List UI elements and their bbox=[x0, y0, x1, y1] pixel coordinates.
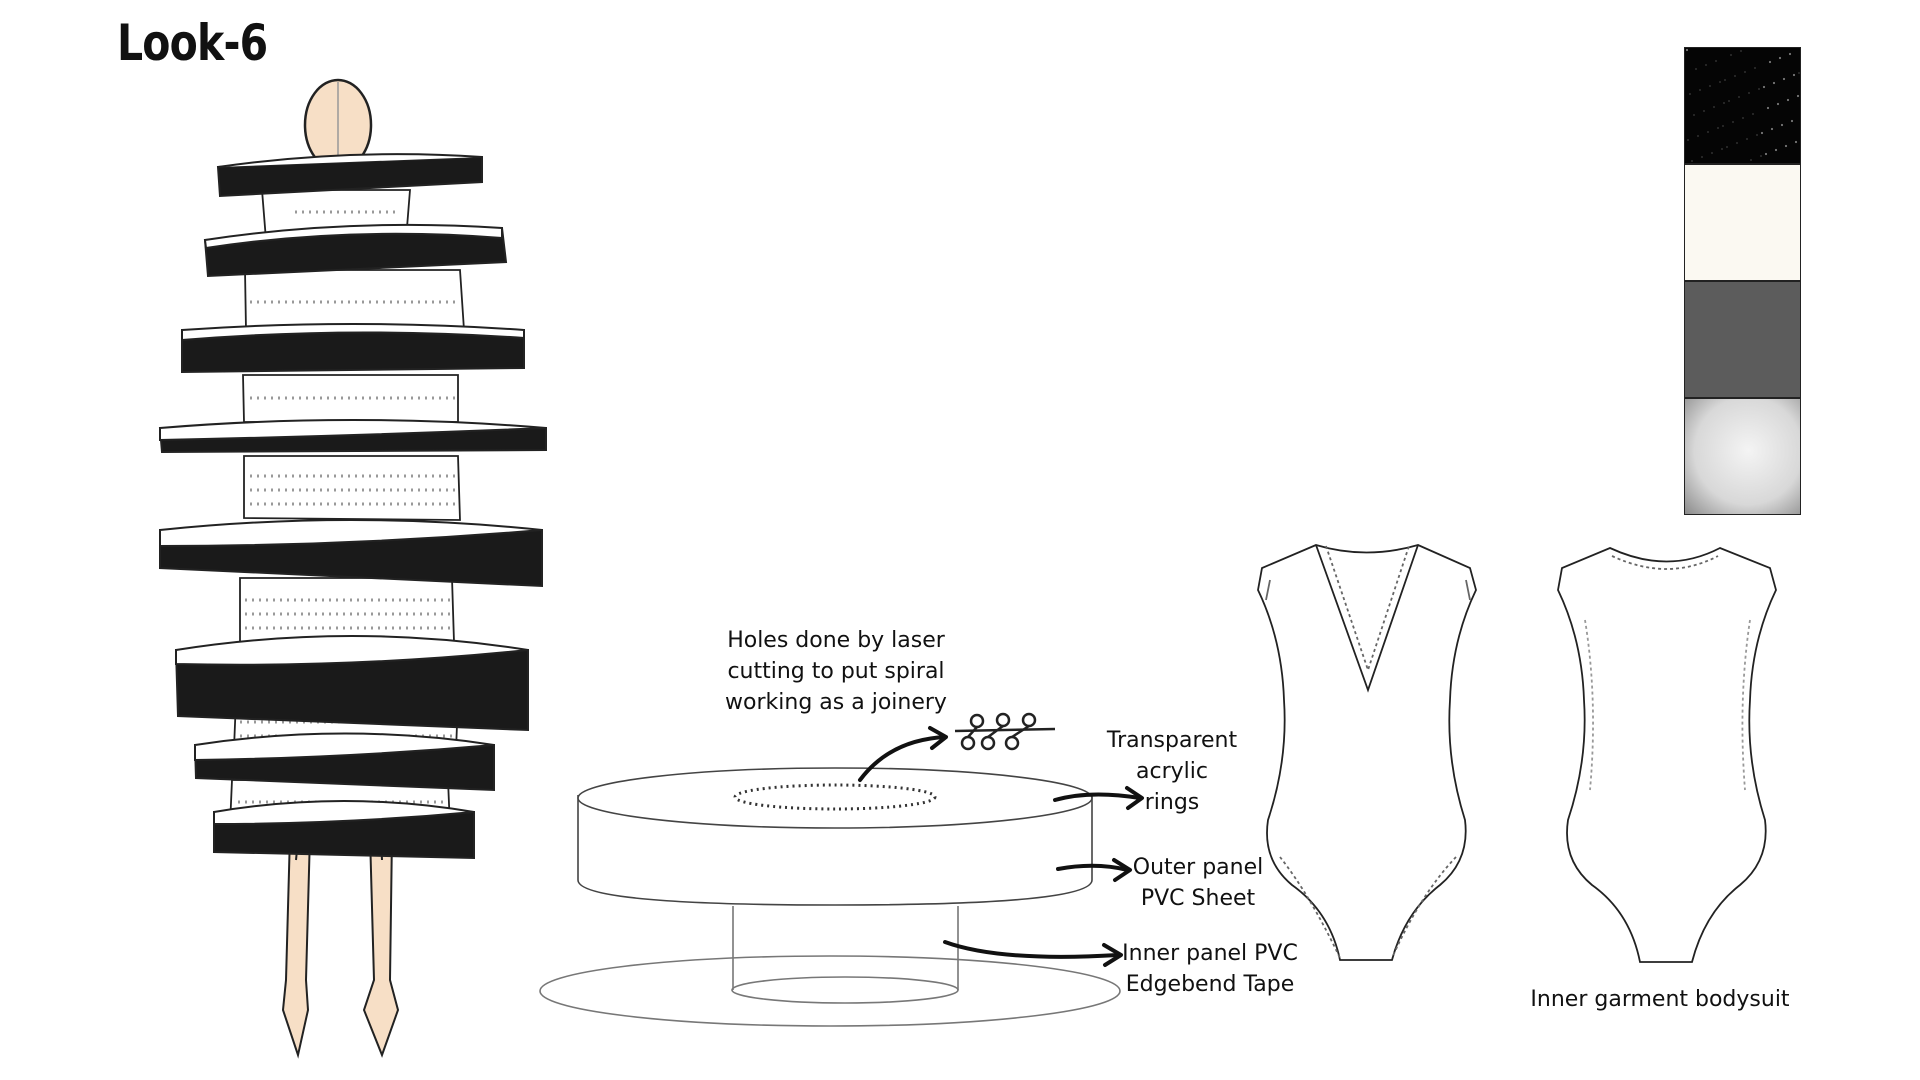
annotation-arrows bbox=[858, 726, 1144, 967]
page-title: Look-6 bbox=[117, 14, 268, 72]
color-swatch-1 bbox=[1684, 47, 1801, 164]
arrow-holes bbox=[858, 735, 947, 782]
inner-panel-annotation: Inner panel PVC Edgebend Tape bbox=[1122, 941, 1298, 997]
outer-ring-side bbox=[577, 795, 1093, 906]
arrow-inner bbox=[943, 940, 1120, 959]
spiral-joinery-icon bbox=[954, 712, 1056, 751]
holes-annotation: Holes done by laser cutting to put spira… bbox=[725, 628, 947, 715]
bodysuit-front-sketch bbox=[1257, 544, 1477, 961]
color-swatch-2 bbox=[1684, 164, 1801, 281]
outer-ring-top bbox=[577, 767, 1093, 829]
figure-legs bbox=[281, 834, 400, 1059]
acrylic-ring-bands bbox=[158, 153, 547, 860]
color-swatch-4 bbox=[1684, 398, 1801, 515]
arrow-outer bbox=[1056, 863, 1130, 872]
color-swatch-3 bbox=[1684, 281, 1801, 398]
bodysuit-caption: Inner garment bodysuit bbox=[1530, 987, 1790, 1012]
bodysuit-back-sketch bbox=[1557, 547, 1777, 963]
rings-annotation: Transparent acrylic rings bbox=[1106, 728, 1238, 815]
outer-panel-annotation: Outer panel PVC Sheet bbox=[1132, 855, 1264, 911]
arrow-rings bbox=[1053, 792, 1142, 802]
ring-construction-diagram bbox=[539, 767, 1121, 1027]
white-pvc-panels bbox=[229, 189, 465, 829]
laser-holes-ring bbox=[733, 783, 937, 811]
base-ring-outline bbox=[539, 955, 1121, 1027]
